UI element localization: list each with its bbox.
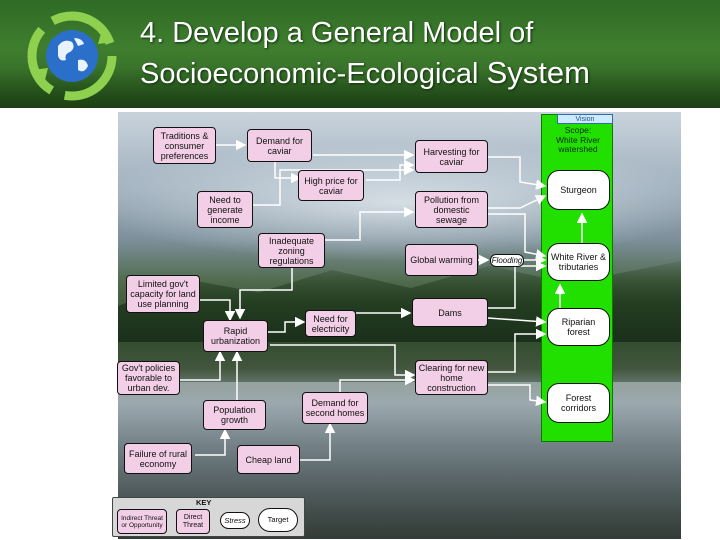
key-indirect: Indirect Threat or Opportunity bbox=[117, 509, 167, 534]
node-flooding[interactable]: Flooding bbox=[490, 254, 524, 267]
slide-title: 4. Develop a General Model of Socioecono… bbox=[140, 14, 590, 94]
title-line-1: 4. Develop a General Model of bbox=[140, 17, 534, 49]
target-sturgeon[interactable]: Sturgeon bbox=[547, 170, 610, 210]
target-forest-corridors[interactable]: Forest corridors bbox=[547, 383, 610, 423]
node-population[interactable]: Population growth bbox=[203, 400, 266, 430]
globe-recycle-logo-icon bbox=[27, 11, 117, 101]
title-line-2a: Socioeconomic-Ecological bbox=[140, 58, 487, 90]
node-zoning[interactable]: Inadequate zoning regulations bbox=[258, 233, 325, 268]
target-riparian[interactable]: Riparian forest bbox=[547, 308, 610, 346]
key-title: KEY bbox=[196, 498, 212, 507]
node-failure-rural[interactable]: Failure of rural economy bbox=[124, 443, 192, 474]
node-traditions[interactable]: Traditions & consumer preferences bbox=[153, 127, 216, 164]
node-pollution[interactable]: Pollution from domestic sewage bbox=[415, 191, 488, 228]
title-line-2b: System bbox=[486, 55, 590, 90]
node-demand-caviar[interactable]: Demand for caviar bbox=[247, 129, 312, 162]
node-high-price[interactable]: High price for caviar bbox=[298, 170, 364, 201]
node-govt-policies[interactable]: Gov't policies favorable to urban dev. bbox=[117, 361, 180, 395]
title-line-2: Socioeconomic-Ecological System bbox=[140, 53, 590, 94]
scope-line-2: White River bbox=[556, 134, 600, 145]
node-dams[interactable]: Dams bbox=[412, 298, 488, 327]
key-direct: Direct Threat bbox=[176, 509, 210, 534]
key-target: Target bbox=[258, 508, 298, 532]
node-demand-second[interactable]: Demand for second homes bbox=[302, 392, 368, 424]
node-rapid-urban[interactable]: Rapid urbanization bbox=[203, 320, 268, 352]
node-global-warming[interactable]: Global warming bbox=[405, 244, 478, 276]
scope-line-3: watershed bbox=[558, 144, 598, 154]
node-harvesting[interactable]: Harvesting for caviar bbox=[415, 140, 488, 173]
key-stress: Stress bbox=[220, 512, 250, 529]
node-need-electricity[interactable]: Need for electricity bbox=[305, 310, 356, 337]
target-white-river[interactable]: White River & tributaries bbox=[547, 243, 610, 281]
scope-text: Scope: White River watershed bbox=[546, 125, 610, 160]
scope-line-1: Scope: bbox=[564, 125, 592, 135]
node-limited-govt[interactable]: Limited gov't capacity for land use plan… bbox=[126, 275, 200, 313]
vision-label: Vision bbox=[557, 114, 613, 124]
node-cheap-land[interactable]: Cheap land bbox=[237, 445, 300, 474]
node-need-income[interactable]: Need to generate income bbox=[197, 191, 253, 228]
slide-header: 4. Develop a General Model of Socioecono… bbox=[0, 0, 720, 108]
header-hills bbox=[0, 68, 720, 108]
node-clearing[interactable]: Clearing for new home construction bbox=[415, 360, 488, 395]
